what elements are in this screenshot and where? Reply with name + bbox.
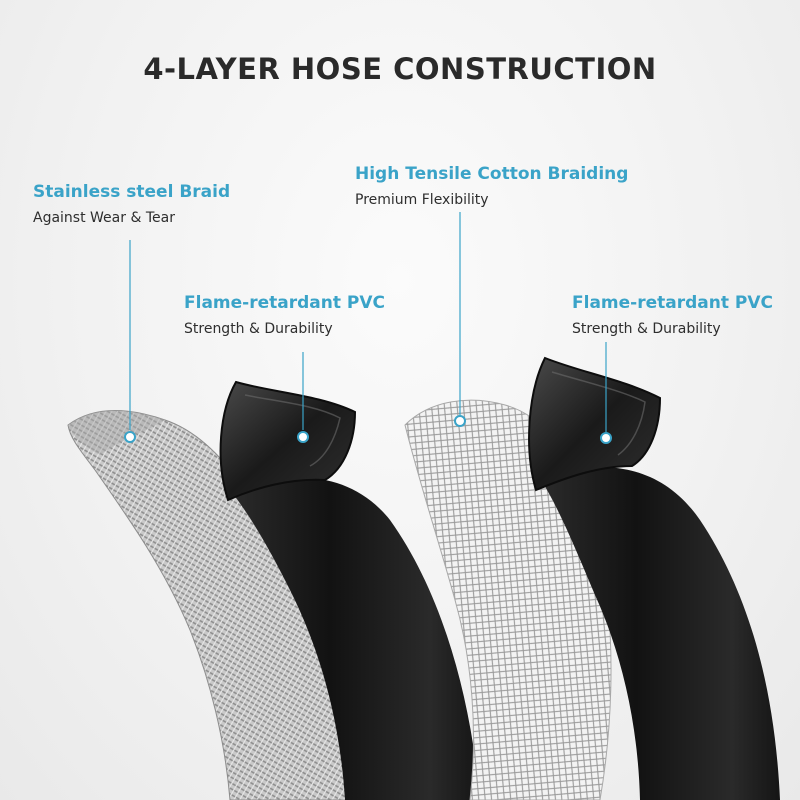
layer-heading: Flame-retardant PVC bbox=[184, 293, 385, 313]
label-cotton-braiding: High Tensile Cotton Braiding Premium Fle… bbox=[355, 164, 628, 208]
layer-description: Against Wear & Tear bbox=[33, 210, 175, 226]
stainless-steel-braid-layer bbox=[67, 410, 351, 800]
layer-heading: High Tensile Cotton Braiding bbox=[355, 164, 629, 184]
layer-description: Premium Flexibility bbox=[355, 192, 489, 208]
layer-heading: Stainless steel Braid bbox=[33, 182, 231, 202]
leader-dots bbox=[124, 415, 612, 444]
label-pvc-left: Flame-retardant PVC Strength & Durabilit… bbox=[184, 293, 385, 337]
label-stainless-steel-braid: Stainless steel Braid Against Wear & Tea… bbox=[33, 182, 230, 226]
layer-description: Strength & Durability bbox=[572, 321, 721, 337]
label-pvc-right: Flame-retardant PVC Strength & Durabilit… bbox=[572, 293, 773, 337]
pvc-layer-right bbox=[528, 356, 780, 800]
layer-description: Strength & Durability bbox=[184, 321, 333, 337]
page-title: 4-LAYER HOSE CONSTRUCTION bbox=[143, 52, 657, 86]
leader-dot-steel bbox=[124, 431, 136, 443]
leader-dot-cotton bbox=[454, 415, 466, 427]
leader-lines bbox=[129, 212, 607, 432]
pvc-layer-left bbox=[219, 380, 480, 800]
leader-dot-pvc-right bbox=[600, 432, 612, 444]
layer-heading: Flame-retardant PVC bbox=[572, 293, 773, 313]
leader-dot-pvc-left bbox=[297, 431, 309, 443]
